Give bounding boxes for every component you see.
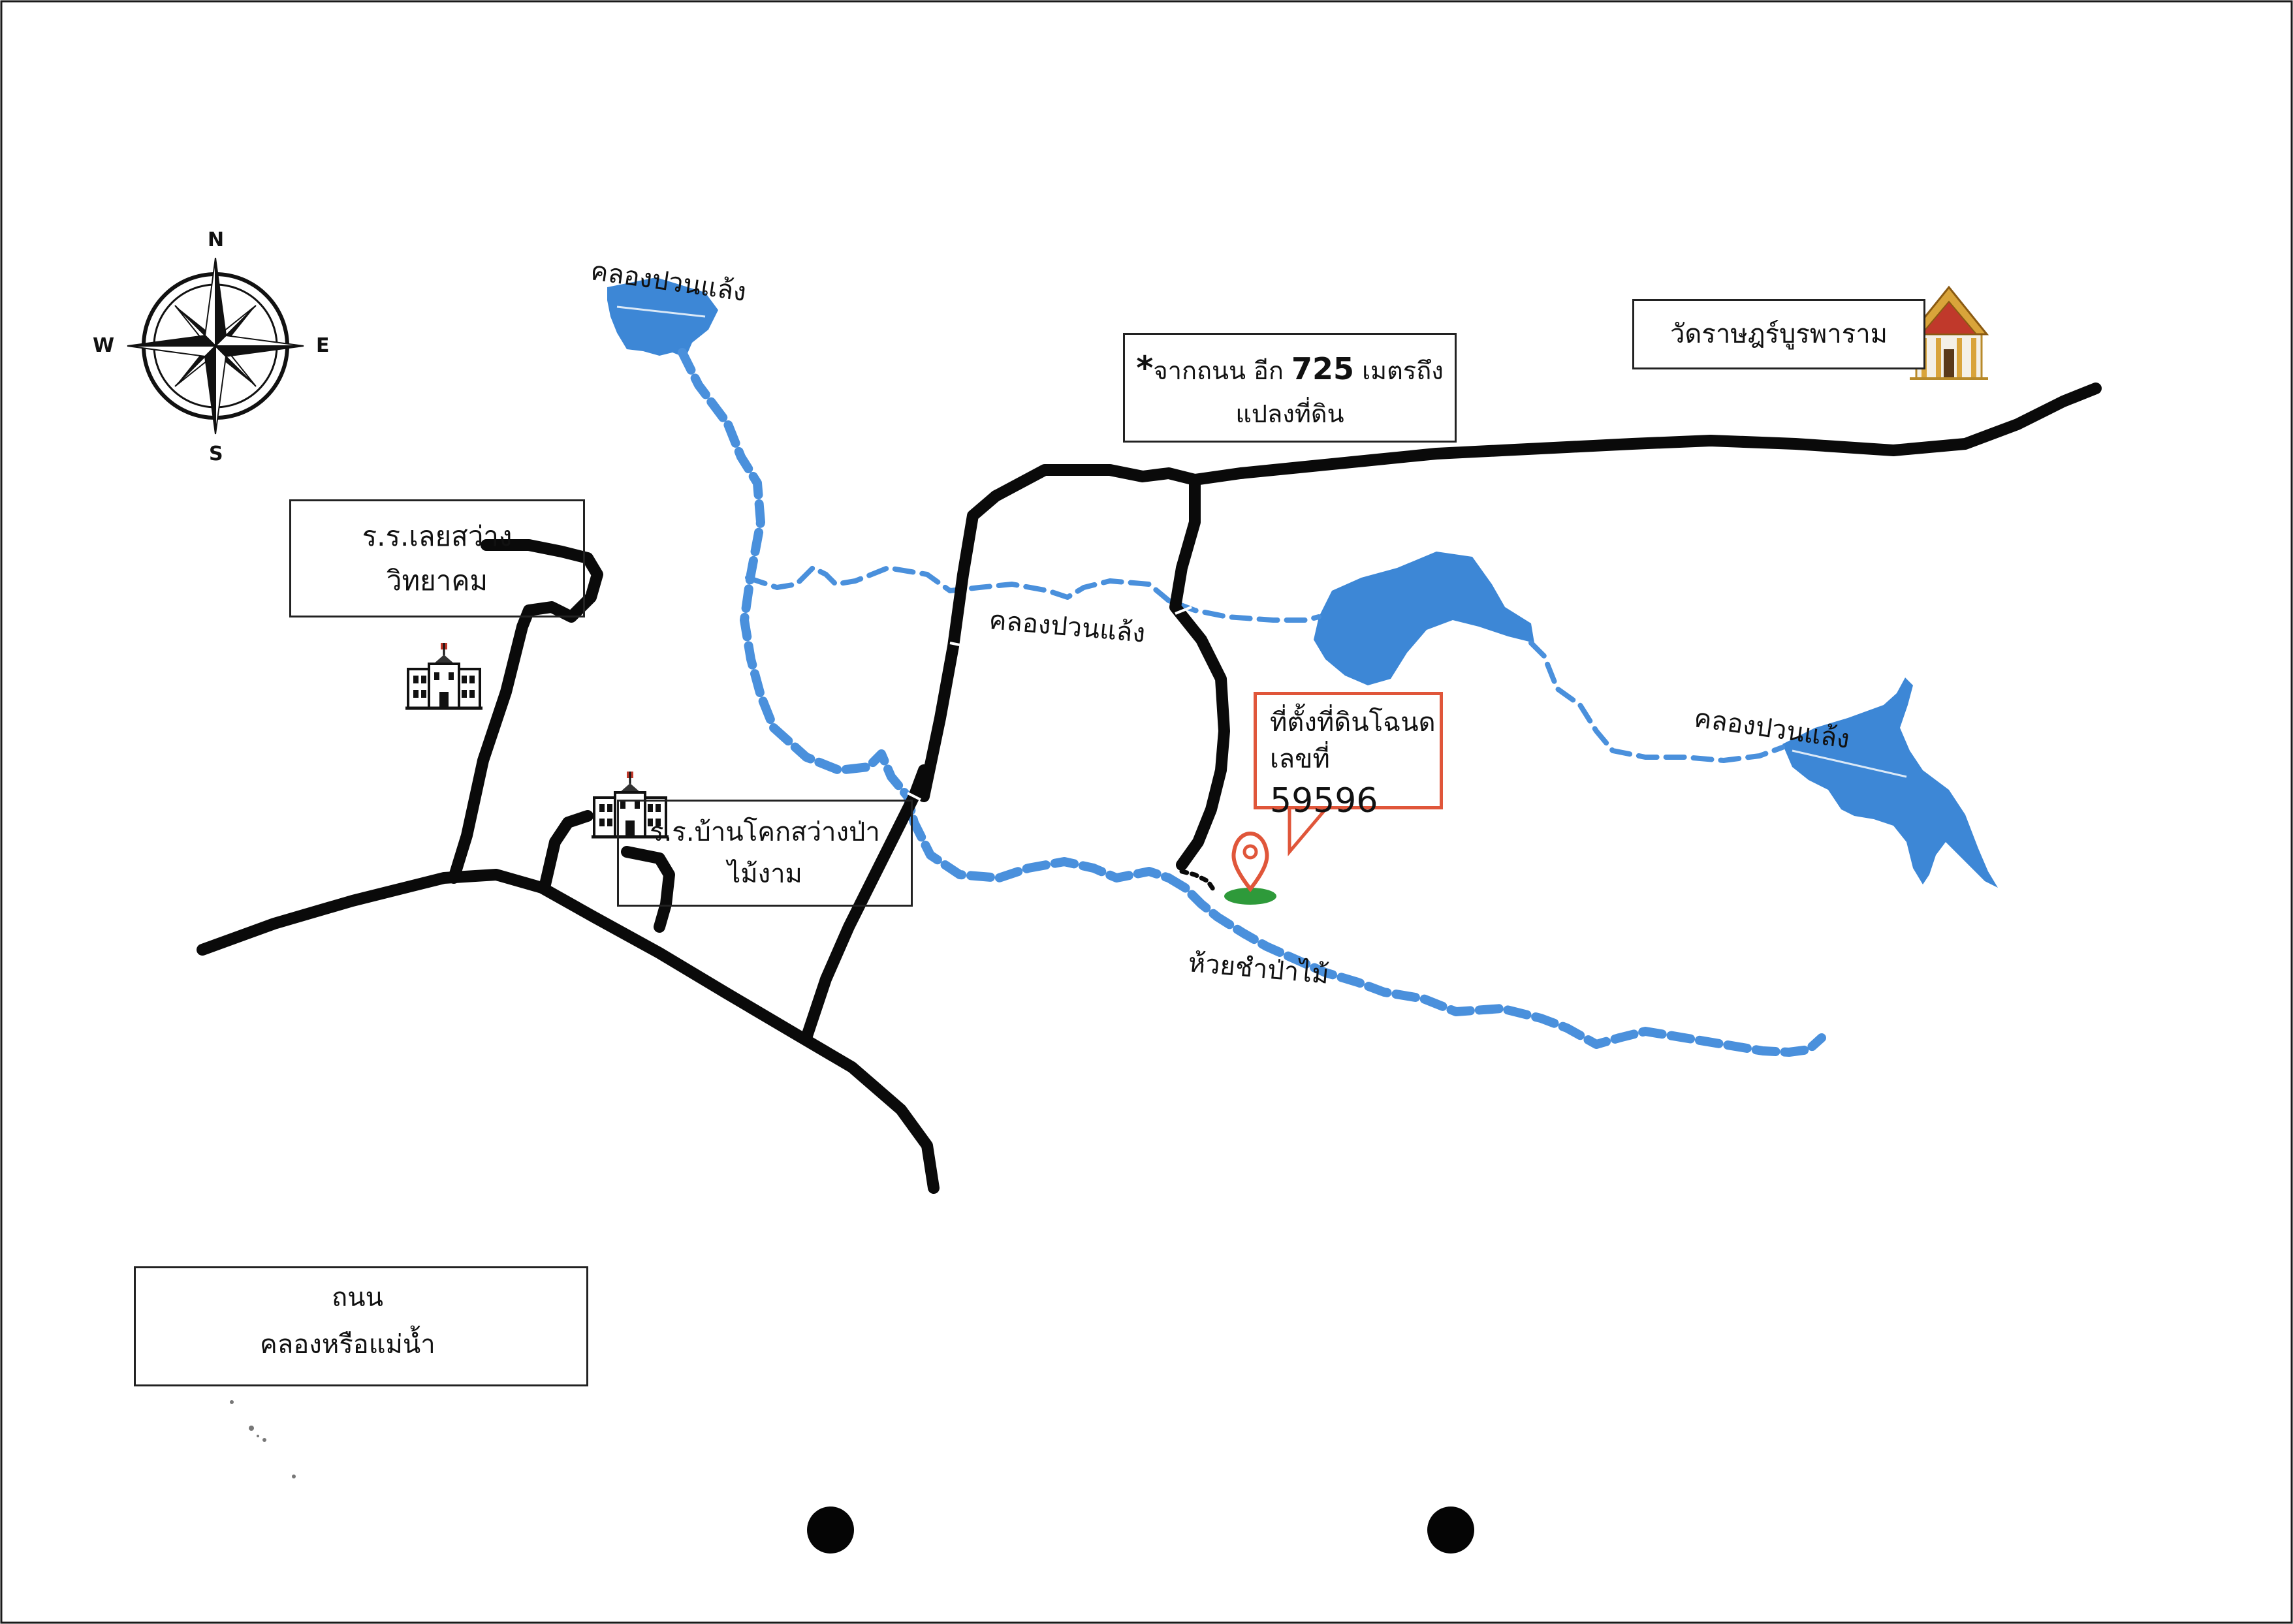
distance-note-suffix: เมตรถึง [1353, 356, 1444, 385]
school2-name-line1: ร.ร.บ้านโคกสว่างป่า [650, 817, 880, 847]
school1-name-line1: ร.ร.เลยสว่าง [362, 520, 513, 553]
pond-center [1314, 552, 1534, 685]
scan-specks [230, 1400, 296, 1478]
temple-icon [1908, 285, 1989, 380]
land-plot [1224, 888, 1276, 905]
road-school2-spur [539, 810, 593, 890]
roads [197, 383, 2102, 1194]
pond-top-left [607, 277, 718, 358]
distance-note-box: *จากถนน อีก 725 เมตรถึง แปลงที่ดิน [1123, 333, 1457, 443]
compass-north-label: N [208, 228, 225, 251]
road-school2-loop [621, 846, 675, 933]
canal-upper-branch [678, 348, 1173, 882]
temple-name: วัดราษฎร์บูรพาราม [1669, 319, 1888, 349]
road-east-main [1189, 383, 2102, 486]
compass-west-label: W [93, 334, 115, 357]
callout-line2: เลขที่ 59596 [1270, 741, 1440, 825]
callout-tail [1288, 808, 1327, 856]
punch-hole-right [1427, 1507, 1474, 1554]
compass-rose-icon [127, 257, 304, 435]
road-diagonal [800, 764, 930, 1044]
legend-waterway-label: คลองหรือแม่น้ำ [260, 1330, 435, 1360]
distance-value: 725 [1291, 351, 1354, 386]
legend-road-label: ถนน [332, 1283, 383, 1313]
school1-label-box: ร.ร.เลยสว่าง วิทยาคม [289, 499, 585, 617]
map-pin-icon [1231, 831, 1269, 892]
distance-note-line2: แปลงที่ดิน [1235, 399, 1344, 428]
land-plot-marker [1224, 831, 1276, 905]
school2-name-line2: ไม้งาม [727, 859, 802, 889]
road-school1 [448, 539, 603, 884]
pond-right [1782, 678, 1998, 888]
punch-hole-left [807, 1507, 854, 1554]
road-crossings [907, 606, 1192, 801]
road-access [1169, 474, 1230, 871]
canal-right [1528, 640, 1785, 763]
canal-middle [745, 565, 1321, 623]
road-central [918, 464, 1201, 802]
road-west-main [197, 869, 940, 1194]
map-legend: ถนน คลองหรือแม่น้ำ [134, 1266, 588, 1386]
land-location-callout: ที่ตั้งที่ดินโฉนด เลขที่ 59596 [1254, 692, 1443, 820]
deed-number: 59596 [1270, 781, 1378, 820]
compass-south-label: S [209, 443, 223, 465]
distance-note-line1: *จากถนน อีก 725 เมตรถึง [1136, 342, 1444, 394]
stream-lower [1164, 873, 1826, 1057]
distance-note-prefix: จากถนน อีก [1153, 356, 1291, 385]
compass-east-label: E [316, 334, 330, 357]
footpath-to-plot [1179, 869, 1217, 894]
water-bodies [607, 277, 1998, 888]
school2-label-box: ร.ร.บ้านโคกสว่างป่า ไม้งาม [617, 800, 913, 907]
school1-name-line2: วิทยาคม [386, 564, 488, 597]
temple-label-box: วัดราษฎร์บูรพาราม [1632, 299, 1925, 369]
callout-line2-prefix: เลขที่ [1270, 744, 1330, 774]
distance-note-star: * [1136, 349, 1154, 387]
school-building-icon [405, 643, 482, 710]
waterways [678, 348, 1826, 1057]
callout-line1: ที่ตั้งที่ดินโฉนด [1270, 708, 1436, 738]
